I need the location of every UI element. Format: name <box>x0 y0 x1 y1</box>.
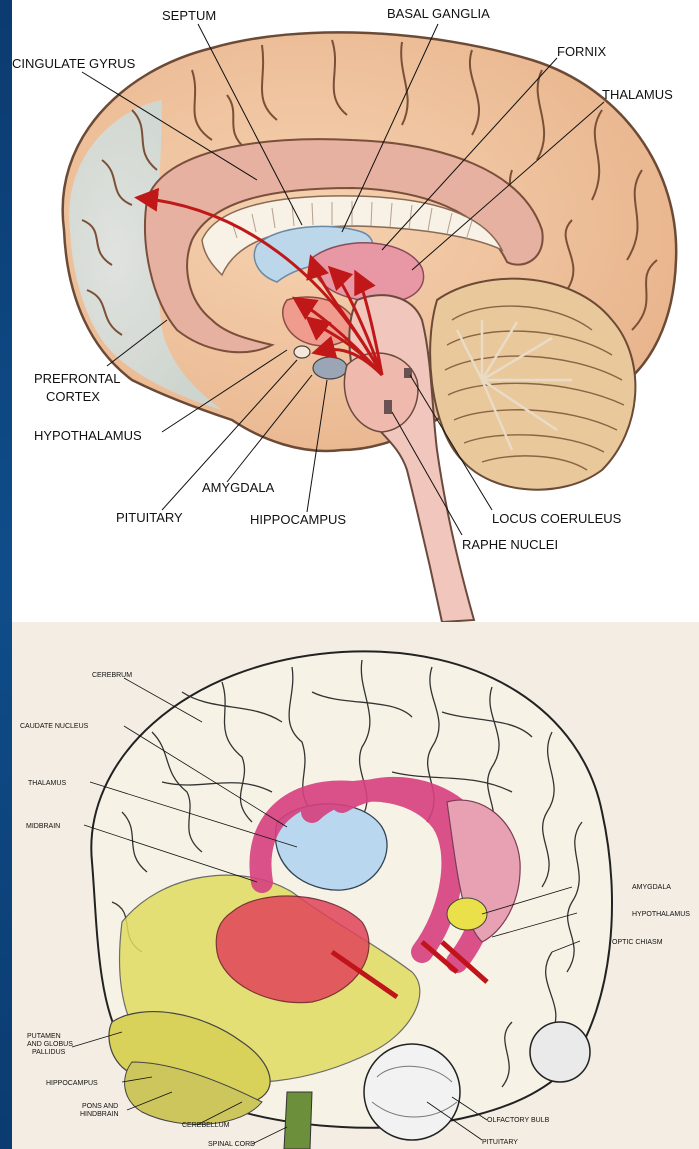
label-cerebellum-3d: CEREBELLUM <box>182 1122 230 1129</box>
sagittal-brain-svg: SEPTUM BASAL GANGLIA CINGULATE GYRUS FOR… <box>12 0 699 622</box>
label-basal-ganglia: BASAL GANGLIA <box>387 6 490 21</box>
label-and-globus: AND GLOBUS <box>27 1041 73 1048</box>
label-cerebrum: CEREBRUM <box>92 672 132 679</box>
label-fornix: FORNIX <box>557 44 606 59</box>
label-optic-chiasm: OPTIC CHIASM <box>612 939 663 946</box>
label-putamen: PUTAMEN <box>27 1033 61 1040</box>
label-spinal-cord: SPINAL CORD <box>208 1141 255 1148</box>
pituitary-gland <box>294 346 310 358</box>
label-thalamus: THALAMUS <box>602 87 673 102</box>
label-hippocampus: HIPPOCAMPUS <box>250 512 346 527</box>
label-cortex: CORTEX <box>46 389 100 404</box>
spinal-cord-3d <box>284 1092 312 1149</box>
label-pallidus: PALLIDUS <box>32 1049 66 1056</box>
label-amygdala: AMYGDALA <box>202 480 275 495</box>
label-cingulate-gyrus: CINGULATE GYRUS <box>12 56 136 71</box>
label-midbrain: MIDBRAIN <box>26 823 60 830</box>
limbic-system-3d-diagram: CEREBRUM CAUDATE NUCLEUS THALAMUS MIDBRA… <box>12 622 699 1149</box>
label-hypothalamus-3d: HYPOTHALAMUS <box>632 911 690 918</box>
label-caudate-nucleus: CAUDATE NUCLEUS <box>20 723 89 730</box>
label-hindbrain: HINDBRAIN <box>80 1111 119 1118</box>
label-locus-coeruleus: LOCUS COERULEUS <box>492 511 622 526</box>
label-thalamus-3d: THALAMUS <box>28 780 66 787</box>
label-amygdala-3d: AMYGDALA <box>632 884 671 891</box>
slide-frame <box>0 0 12 1149</box>
label-olfactory-bulb: OLFACTORY BULB <box>487 1117 550 1124</box>
sagittal-brain-diagram: SEPTUM BASAL GANGLIA CINGULATE GYRUS FOR… <box>12 0 699 622</box>
raphe-nucleus-mark <box>384 400 392 414</box>
label-raphe-nuclei: RAPHE NUCLEI <box>462 537 558 552</box>
label-hippocampus-3d: HIPPOCAMPUS <box>46 1080 98 1087</box>
limbic-3d-svg: CEREBRUM CAUDATE NUCLEUS THALAMUS MIDBRA… <box>12 622 699 1149</box>
amygdala-structure <box>313 357 347 379</box>
label-prefrontal: PREFRONTAL <box>34 371 120 386</box>
label-pituitary-3d: PITUITARY <box>482 1139 518 1146</box>
label-pons-and: PONS AND <box>82 1103 118 1110</box>
label-hypothalamus: HYPOTHALAMUS <box>34 428 142 443</box>
amygdala-3d <box>447 898 487 930</box>
label-pituitary: PITUITARY <box>116 510 183 525</box>
label-septum: SEPTUM <box>162 8 216 23</box>
